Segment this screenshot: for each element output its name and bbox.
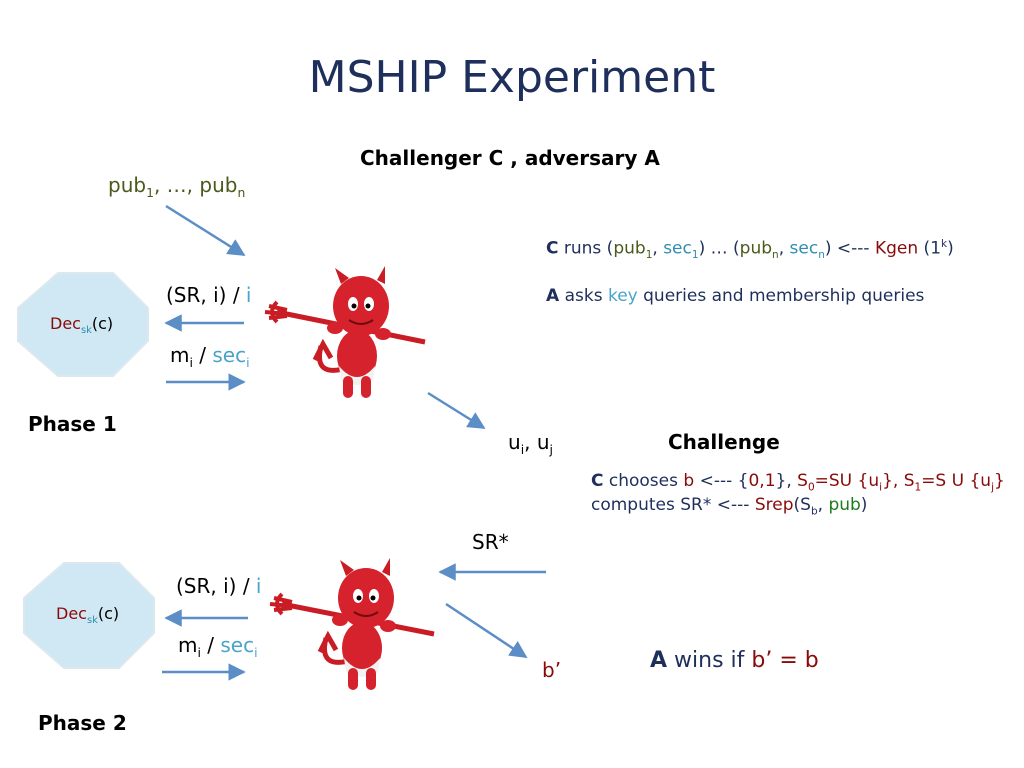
- challenge-heading: Challenge: [668, 430, 780, 454]
- page-title: MSHIP Experiment: [308, 52, 716, 103]
- phase1-label: Phase 1: [28, 412, 117, 436]
- ui-uj-label: ui, uj: [508, 430, 553, 457]
- phase2-query-label: (SR, i) / i: [176, 574, 262, 598]
- phase1-query-label: (SR, i) / i: [166, 283, 252, 307]
- challenge-line-1: C chooses b <--- {0,1}, S0=SU {ui}, S1=S…: [591, 471, 1005, 494]
- phase1-reply-label: mi / seci: [170, 343, 250, 370]
- arrow-pub-to-adversary: [165, 204, 246, 257]
- b-prime-label: b’: [542, 658, 562, 682]
- arrow-to-challenge: [427, 391, 486, 430]
- subtitle: Challenger C , adversary A: [360, 146, 660, 170]
- phase2-label: Phase 2: [38, 711, 127, 735]
- sr-star-label: SR*: [472, 530, 509, 554]
- phase2-reply-label: mi / seci: [178, 633, 258, 660]
- devil-mascot-icon: [264, 266, 426, 398]
- oracle-octagon-icon: [17, 272, 149, 377]
- challenge-line-2: computes SR* <--- Srep(Sb, pub): [591, 495, 868, 518]
- pub-list: pub1, …, pubn: [108, 173, 246, 200]
- phase1-oracle-label: Decsk(c): [50, 314, 114, 337]
- win-condition: A wins if b’ = b: [650, 648, 819, 673]
- devil-mascot-icon: [269, 558, 435, 690]
- phase2-oracle-label: Decsk(c): [56, 604, 120, 627]
- c-runs-statement: C runs (pub1, sec1) … (pubn, secn) <--- …: [546, 238, 954, 262]
- oracle-octagon-icon: [23, 562, 155, 669]
- a-asks-statement: A asks key queries and membership querie…: [546, 286, 925, 306]
- arrow-to-guess: [445, 602, 528, 659]
